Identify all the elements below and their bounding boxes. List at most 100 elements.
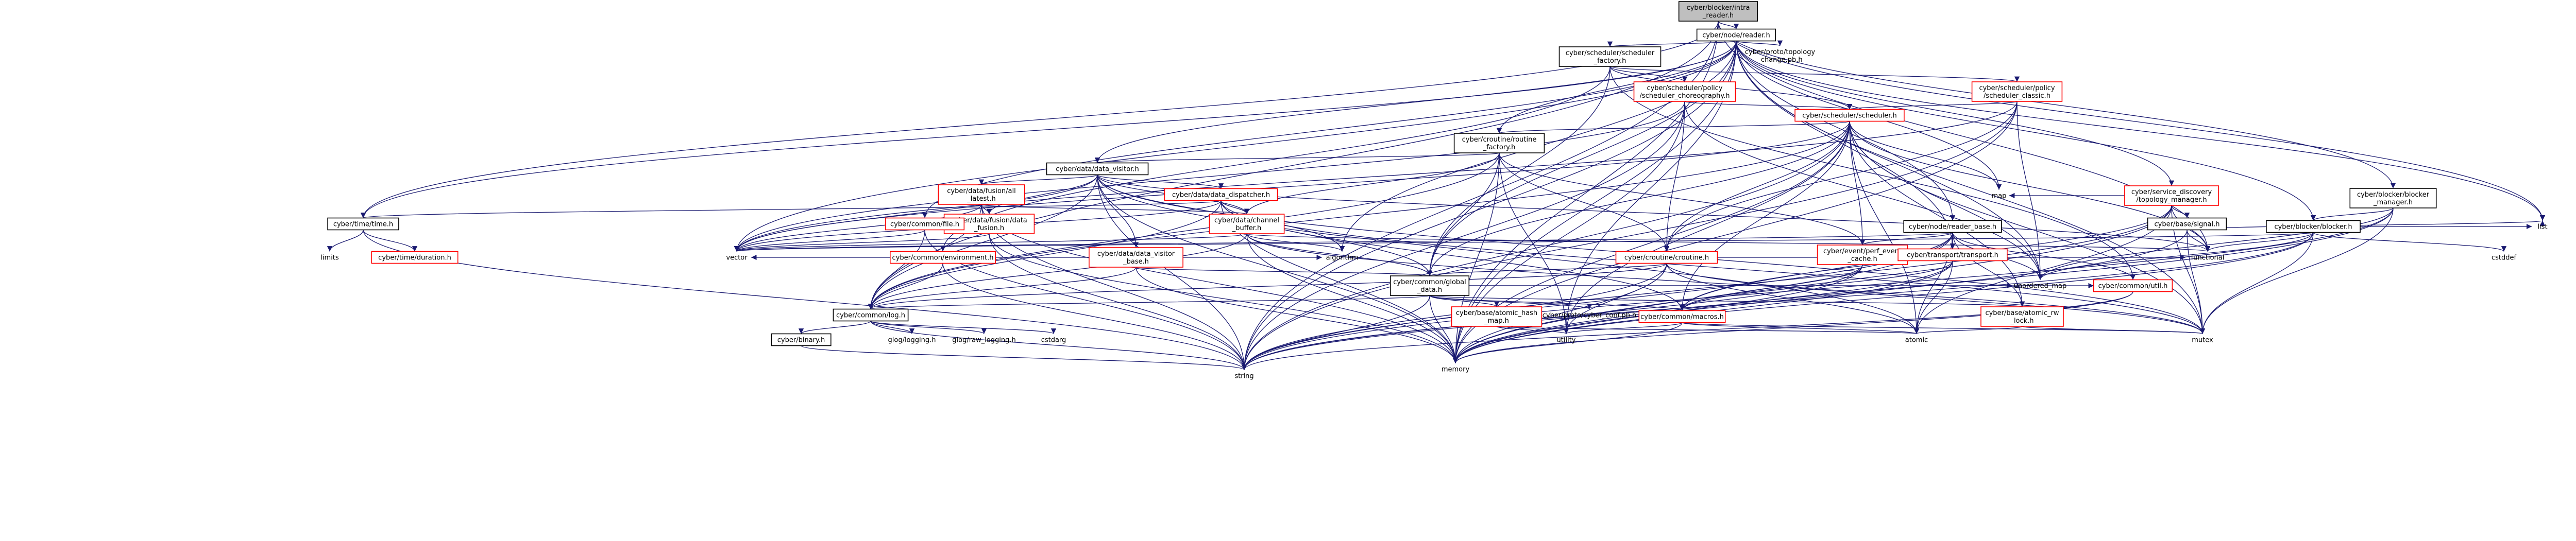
edge-common-file-to-vector bbox=[734, 229, 925, 252]
node-box bbox=[1615, 251, 1718, 264]
node-map: map bbox=[1992, 193, 2007, 200]
edge-blocker-to-functional bbox=[2205, 232, 2314, 252]
node-label: _cache.h bbox=[1847, 255, 1877, 263]
edge-scheduler-to-atomic bbox=[1849, 121, 1920, 334]
node-label: cyber/data/data_visitor.h bbox=[1056, 166, 1139, 173]
edge-data-visitor-to-data-visitor-base bbox=[1097, 174, 1139, 248]
node-binary[interactable]: cyber/binary.h bbox=[771, 333, 832, 346]
node-box bbox=[771, 333, 832, 346]
edge-data-fusion-to-vector bbox=[734, 233, 990, 252]
edge-policy-classic-to-string bbox=[1241, 101, 2018, 370]
node-common-macros[interactable]: cyber/common/macros.h bbox=[1638, 310, 1726, 323]
edge-time-to-limits bbox=[327, 230, 364, 252]
node-transport[interactable]: cyber/transport/transport.h bbox=[1897, 248, 2008, 261]
edge-policy-choreo-to-string bbox=[1241, 101, 1685, 370]
edge-node-reader-to-reader-base bbox=[1736, 41, 1956, 221]
node-label: cyber/common/file.h bbox=[890, 221, 959, 229]
edge-service-discovery-to-signal bbox=[2171, 205, 2190, 218]
edge-common-log-to-glog-raw-logging bbox=[870, 320, 987, 335]
edge-data-visitor-to-string bbox=[1097, 174, 1247, 370]
node-label: cyber/common/util.h bbox=[2098, 283, 2168, 290]
node-channel-buffer[interactable]: cyber/data/channel_buffer.h bbox=[1209, 214, 1285, 234]
node-duration[interactable]: cyber/time/duration.h bbox=[371, 251, 459, 264]
node-label: cyber/croutine/croutine.h bbox=[1624, 254, 1709, 262]
node-label: cyber/scheduler/policy bbox=[1979, 84, 2055, 92]
edge-common-macros-to-mutex bbox=[1682, 322, 2205, 335]
node-label: /scheduler_classic.h bbox=[1984, 92, 2050, 100]
node-label: cyber/common/macros.h bbox=[1640, 313, 1724, 321]
node-label: map bbox=[1992, 193, 2007, 200]
edge-scheduler-to-common-log bbox=[868, 121, 1850, 309]
node-label: _factory.h bbox=[1594, 57, 1626, 65]
edge-routine-factory-to-utility bbox=[1499, 152, 1569, 334]
node-atomic-rw-lock[interactable]: cyber/base/atomic_rw_lock.h bbox=[1980, 306, 2064, 327]
edge-routine-factory-to-global-data bbox=[1427, 152, 1500, 276]
edge-binary-to-string bbox=[801, 345, 1247, 371]
node-cyber-conf: cyber/proto/cyber_conf.pb.h bbox=[1543, 312, 1636, 320]
edge-data-dispatcher-to-channel-buffer bbox=[1221, 200, 1250, 215]
node-common-log[interactable]: cyber/common/log.h bbox=[833, 308, 909, 322]
node-sched-factory[interactable]: cyber/scheduler/scheduler_factory.h bbox=[1558, 46, 1662, 67]
edge-scheduler-to-croutine bbox=[1664, 121, 1850, 252]
node-box bbox=[1638, 310, 1726, 323]
node-data-visitor[interactable]: cyber/data/data_visitor.h bbox=[1046, 162, 1149, 176]
node-signal[interactable]: cyber/base/signal.h bbox=[2147, 217, 2227, 231]
node-common-util[interactable]: cyber/common/util.h bbox=[2093, 279, 2173, 292]
node-label: cyber/service_discovery bbox=[2131, 188, 2212, 196]
node-service-discovery[interactable]: cyber/service_discovery/topology_manager… bbox=[2124, 185, 2219, 206]
node-data-dispatcher[interactable]: cyber/data/data_dispatcher.h bbox=[1164, 188, 1278, 201]
edge-time-to-duration bbox=[363, 230, 418, 252]
edge-data-fusion-to-memory bbox=[989, 233, 1459, 363]
node-label: _map.h bbox=[1484, 317, 1509, 325]
node-label: cyber/proto/topology bbox=[1745, 48, 1816, 56]
edge-data-visitor-to-common-log bbox=[868, 174, 1098, 309]
edge-common-log-to-string bbox=[870, 321, 1247, 370]
node-global-data[interactable]: cyber/common/global_data.h bbox=[1389, 275, 1470, 296]
node-label: vector bbox=[726, 254, 748, 262]
node-root[interactable]: cyber/blocker/intra_reader.h bbox=[1678, 1, 1758, 22]
node-croutine[interactable]: cyber/croutine/croutine.h bbox=[1615, 251, 1718, 264]
edge-blocker-to-vector bbox=[735, 232, 2314, 252]
node-label: cyber/common/global bbox=[1393, 278, 1466, 286]
node-label: glog/logging.h bbox=[888, 337, 936, 344]
node-label: cyber/blocker/intra bbox=[1687, 4, 1750, 12]
node-box bbox=[1897, 248, 2008, 261]
node-box bbox=[1558, 46, 1662, 67]
node-policy-choreo[interactable]: cyber/scheduler/policy/scheduler_choreog… bbox=[1633, 81, 1736, 102]
node-blocker-manager[interactable]: cyber/blocker/blocker_manager.h bbox=[2349, 188, 2437, 208]
node-label: cyber/data/fusion/all bbox=[947, 187, 1015, 195]
node-routine-factory[interactable]: cyber/croutine/routine_factory.h bbox=[1453, 133, 1545, 153]
node-scheduler[interactable]: cyber/scheduler/scheduler.h bbox=[1794, 109, 1905, 122]
node-label: cyber/binary.h bbox=[777, 337, 825, 344]
node-environment[interactable]: cyber/common/environment.h bbox=[890, 251, 996, 264]
node-box bbox=[2124, 185, 2219, 206]
edge-croutine-to-atomic bbox=[1666, 263, 1920, 334]
node-data-visitor-base[interactable]: cyber/data/data_visitor_base.h bbox=[1089, 247, 1183, 268]
node-box bbox=[2093, 279, 2173, 292]
node-reader-base[interactable]: cyber/node/reader_base.h bbox=[1903, 220, 2002, 233]
node-blocker[interactable]: cyber/blocker/blocker.h bbox=[2266, 220, 2361, 233]
edge-routine-factory-to-memory bbox=[1452, 152, 1500, 363]
node-perf-event[interactable]: cyber/event/perf_event_cache.h bbox=[1817, 245, 1908, 265]
edge-scheduler-to-utility bbox=[1563, 121, 1850, 334]
node-box bbox=[1164, 188, 1278, 201]
node-node-reader[interactable]: cyber/node/reader.h bbox=[1696, 28, 1776, 42]
edge-node-reader-to-routine-factory bbox=[1496, 41, 1737, 134]
edge-policy-choreo-to-vector bbox=[734, 101, 1685, 252]
node-cstddef: cstddef bbox=[2492, 254, 2517, 262]
node-policy-classic[interactable]: cyber/scheduler/policy/scheduler_classic… bbox=[1971, 81, 2063, 102]
node-label: _data.h bbox=[1417, 286, 1442, 294]
node-utility: utility bbox=[1557, 337, 1576, 344]
node-fusion-all-latest[interactable]: cyber/data/fusion/all_latest.h bbox=[938, 184, 1025, 205]
node-common-file[interactable]: cyber/common/file.h bbox=[885, 217, 965, 231]
edge-scheduler-to-perf-event bbox=[1849, 121, 1866, 246]
edge-policy-choreo-to-scheduler bbox=[1684, 101, 1852, 110]
node-label: cyber/transport/transport.h bbox=[1907, 252, 1998, 259]
node-atomic-hash-map[interactable]: cyber/base/atomic_hash_map.h bbox=[1451, 306, 1543, 327]
node-box bbox=[2349, 188, 2437, 208]
edge-common-util-to-string bbox=[1242, 291, 2133, 370]
node-box bbox=[1903, 220, 2002, 233]
node-time[interactable]: cyber/time/time.h bbox=[327, 217, 399, 231]
node-vector: vector bbox=[726, 254, 748, 262]
node-label: glog/raw_logging.h bbox=[952, 337, 1015, 344]
